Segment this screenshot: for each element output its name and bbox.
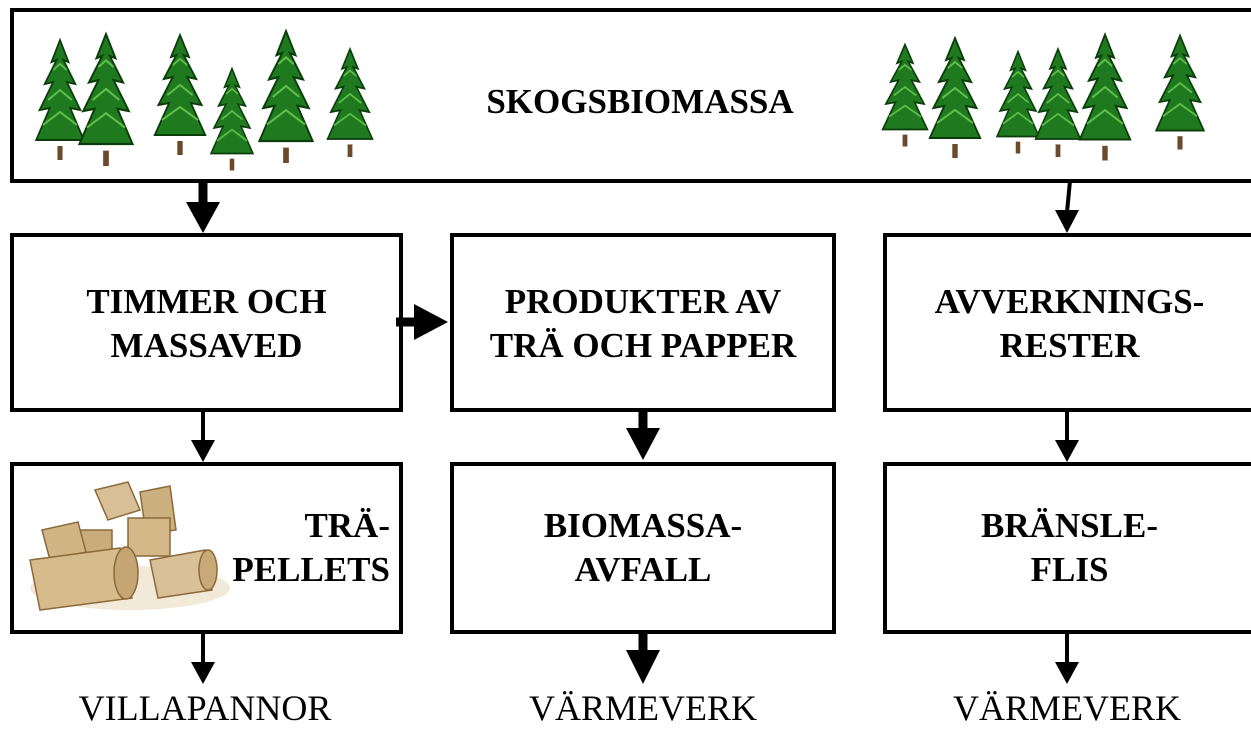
arrow-timber-to-pellets [191,410,215,462]
timber-label: TIMMER OCH MASSAVED [86,282,327,365]
forest-biomass-label: SKOGSBIOMASSA [486,82,794,121]
destination-villapannor: VILLAPANNOR [78,688,332,728]
destination-varmeverk-center: VÄRMEVERK [528,688,757,728]
arrow-waste-to-varmeverk [626,632,660,684]
timber-box [10,233,403,412]
products-label: PRODUKTER AV TRÄ OCH PAPPER [489,282,797,365]
arrow-chips-to-varmeverk [1055,632,1079,684]
arrow-residues-to-chips [1055,410,1079,462]
destination-varmeverk-right: VÄRMEVERK [952,688,1181,728]
arrow-forest-to-timber [186,181,220,233]
arrow-forest-to-residues [1055,180,1079,233]
arrow-timber-to-products [396,304,448,340]
arrow-products-to-waste [626,410,660,460]
chips-label: BRÄNSLE- FLIS [981,506,1158,589]
chips-box [883,462,1251,634]
arrow-pellets-to-villapannor [191,632,215,684]
waste-label: BIOMASSA- AVFALL [543,506,743,589]
residues-label: AVVERKNINGS- RESTER [934,282,1205,365]
pellets-label: TRÄ- PELLETS [232,506,390,589]
